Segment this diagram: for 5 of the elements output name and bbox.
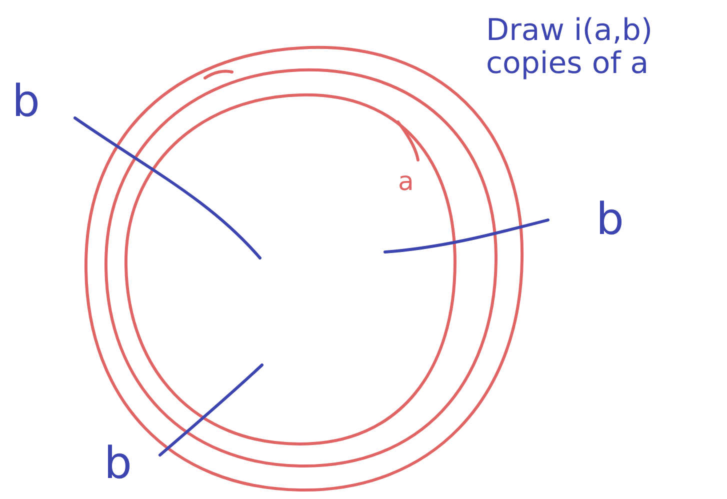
curve-label: a bbox=[398, 168, 414, 197]
handwritten-note: Draw i(a,b) copies of a bbox=[486, 14, 654, 80]
curve-label: b bbox=[12, 78, 40, 126]
curve-label: b bbox=[596, 196, 624, 244]
curve-label: b bbox=[104, 440, 132, 488]
